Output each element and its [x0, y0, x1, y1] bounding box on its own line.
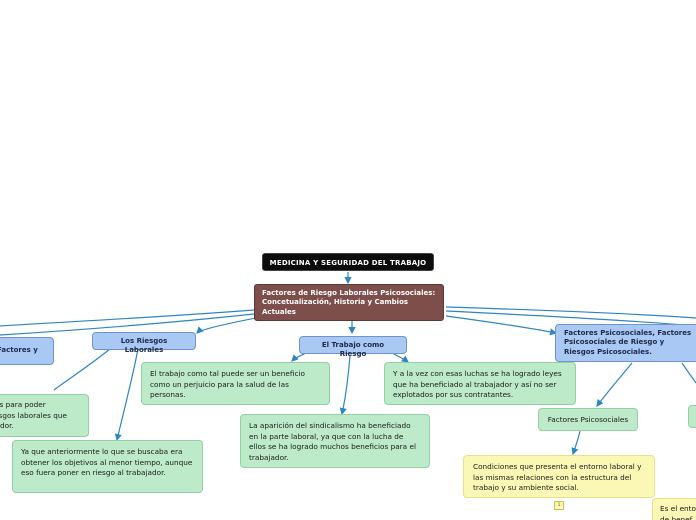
- link-main-factores: [445, 315, 558, 336]
- link-main-left2: [0, 313, 255, 336]
- link-factores-right: [681, 362, 696, 384]
- definition-right-cut[interactable]: Es el ento de benef: [652, 498, 696, 520]
- note-count-badge[interactable]: 1: [554, 501, 564, 510]
- subtopic-riesgos-laborales[interactable]: Los Riesgos Laborales: [92, 332, 196, 354]
- link-riesgos-note1: [114, 348, 139, 442]
- subtopic-trabajo-riesgo[interactable]: El Trabajo como Riesgo: [299, 336, 407, 358]
- subtopic-factores[interactable]: Factores Psicosociales, Factores Psicoso…: [555, 324, 696, 362]
- link-trabajo-note2: [339, 355, 351, 416]
- link-riesgos-note-left: [53, 348, 111, 391]
- factores-psicosociales-node[interactable]: Factores Psicosociales: [538, 408, 638, 431]
- link-factores-psico: [596, 362, 633, 407]
- main-topic[interactable]: Factores de Riesgo Laborales Psicosocial…: [254, 284, 444, 321]
- link-main-right1: [445, 306, 696, 319]
- right-cut-node[interactable]: [688, 405, 696, 428]
- subtopic-left-cut[interactable]: Factores y: [0, 337, 54, 365]
- note-trabajo-2[interactable]: La aparición del sindicalismo ha benefic…: [240, 414, 430, 468]
- note-left-cut[interactable]: cios para poder riesgos laborales que aj…: [0, 394, 89, 437]
- note-riesgos-1[interactable]: Ya que anteriormente lo que se buscaba e…: [12, 440, 203, 493]
- definition-factores-psicosociales[interactable]: Condiciones que presenta el entorno labo…: [463, 455, 655, 498]
- root-topic[interactable]: MEDICINA Y SEGURIDAD DEL TRABAJO: [262, 253, 434, 271]
- link-psico-def: [571, 430, 581, 456]
- link-main-riesgos: [196, 317, 257, 334]
- link-main-left: [0, 309, 255, 327]
- note-trabajo-1[interactable]: El trabajo como tal puede ser un benefic…: [141, 362, 330, 405]
- note-trabajo-3[interactable]: Y a la vez con esas luchas se ha logrado…: [384, 362, 576, 405]
